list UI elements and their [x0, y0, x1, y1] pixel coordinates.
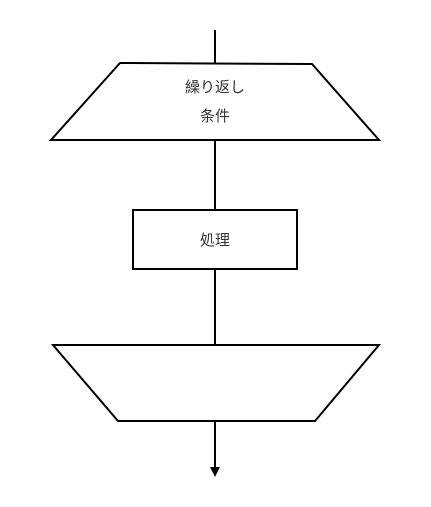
process-box[interactable]: [132, 209, 298, 270]
loop-end-symbol[interactable]: [50, 344, 382, 422]
arrow-down-icon: [210, 467, 220, 477]
loop-start-label-line2: 条件: [200, 107, 230, 125]
process-label: 処理: [200, 231, 230, 249]
loop-start-symbol[interactable]: [48, 61, 382, 141]
loop-start-label-line1: 繰り返し: [185, 78, 245, 96]
